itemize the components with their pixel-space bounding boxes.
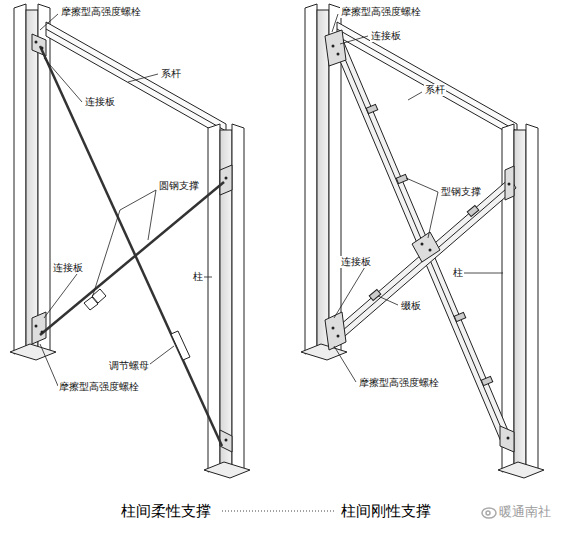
part-label: 摩擦型高强度螺栓 xyxy=(58,381,140,393)
figure-caption: 柱间柔性支撑 xyxy=(120,502,212,520)
part-label: 摩擦型高强度螺栓 xyxy=(60,6,142,18)
part-label: 连接板 xyxy=(84,96,116,108)
watermark: 暖通南社 xyxy=(498,504,552,520)
part-label: 圆钢支撑 xyxy=(158,180,200,192)
figure-caption: 柱间刚性支撑 xyxy=(340,502,432,520)
part-label: 缀板 xyxy=(400,300,422,312)
part-label: 系杆 xyxy=(160,68,182,80)
part-label: 连接板 xyxy=(340,256,372,268)
part-label: 柱 xyxy=(192,271,204,283)
part-label: 系杆 xyxy=(424,84,446,96)
part-label: 摩擦型高强度螺栓 xyxy=(340,6,422,18)
part-label: 调节螺母 xyxy=(108,360,150,372)
part-label: 摩擦型高强度螺栓 xyxy=(358,377,440,389)
part-label: 连接板 xyxy=(52,262,84,274)
part-label: 柱 xyxy=(452,267,464,279)
part-label: 连接板 xyxy=(370,30,402,42)
part-label: 型钢支撑 xyxy=(440,186,482,198)
